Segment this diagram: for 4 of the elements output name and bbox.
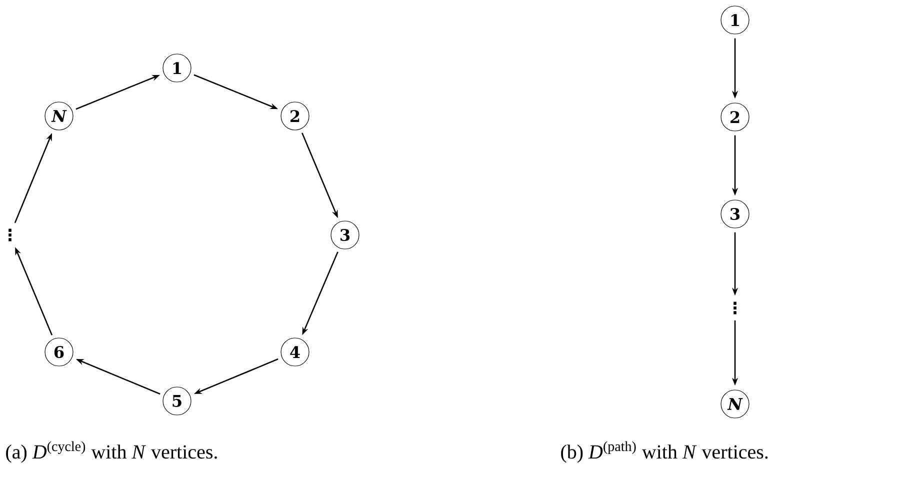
caption: (b) D$^{(path)}$ with N vertices.: [561, 441, 768, 463]
ellipsis: ⋮: [734, 302, 736, 314]
caption: (a) D$^{(cycle)}$ with N vertices.: [6, 441, 217, 463]
ellipsis: ⋮: [8, 228, 12, 242]
